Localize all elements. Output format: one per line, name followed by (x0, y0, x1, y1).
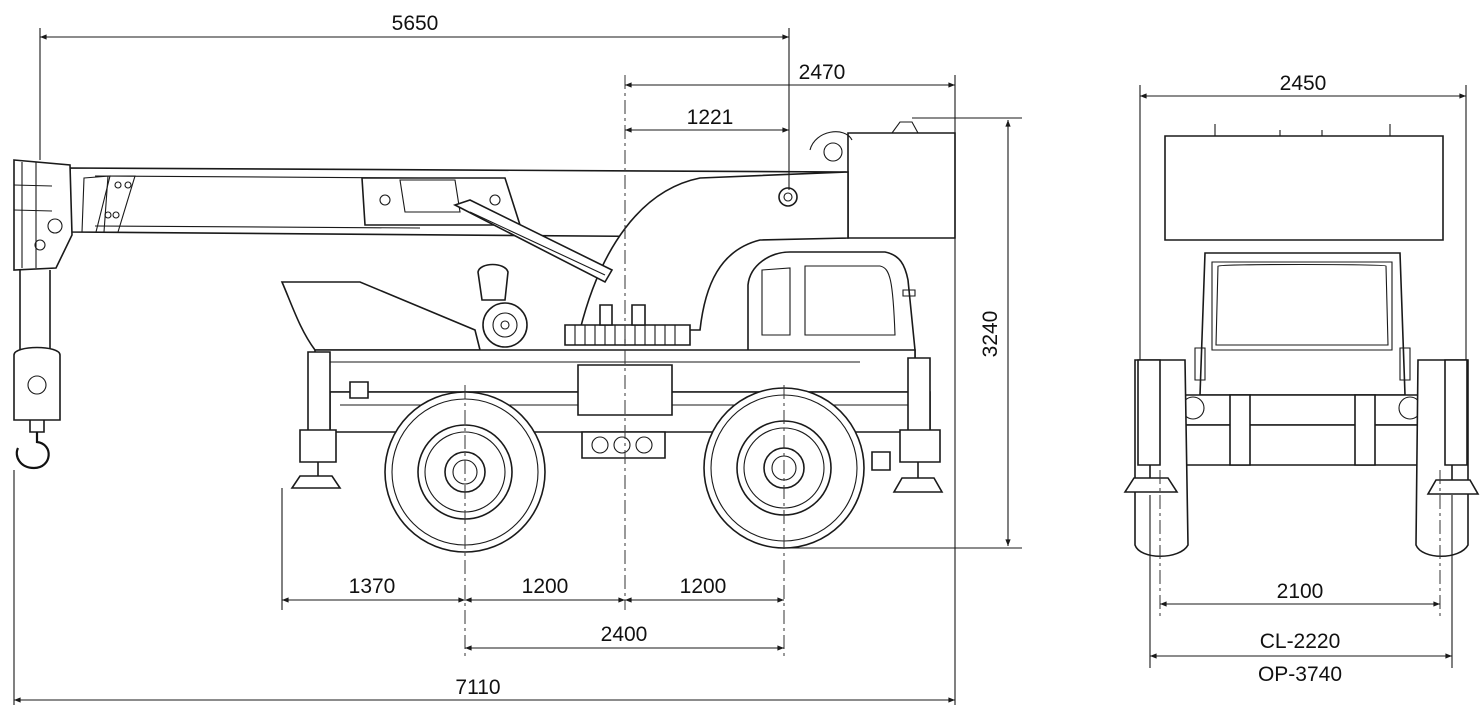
winch (477, 263, 528, 348)
dim-wheelbase: 2400 (601, 623, 648, 646)
dim-front-overhang: 1370 (349, 575, 396, 598)
engine-hood (280, 281, 482, 351)
outrigger-rear (290, 351, 342, 489)
dim-rear-to-slew: 2470 (799, 61, 846, 84)
boom-head (13, 159, 73, 355)
turret (452, 171, 849, 346)
side-view: 5650 2470 1221 3240 1370 1200 1200 2400 … (13, 12, 1022, 705)
dim-track: 2100 (1277, 580, 1324, 603)
hook-block (13, 346, 61, 470)
dim-height: 3240 (979, 311, 1002, 358)
dim-overall-width: 2450 (1280, 72, 1327, 95)
dim-axle-to-slew-rear: 1200 (680, 575, 727, 598)
dim-boom-reach: 5650 (392, 12, 439, 35)
dim-axle-to-slew-front: 1200 (522, 575, 569, 598)
dim-overall-length: 7110 (455, 676, 500, 699)
outrigger-front (892, 357, 944, 493)
counterweight (847, 132, 956, 239)
dim-slew-offset: 1221 (687, 106, 734, 129)
dim-outrigger-open: OP-3740 (1258, 663, 1342, 686)
dim-outrigger-closed: CL-2220 (1260, 630, 1341, 653)
rear-view: 2450 2100 CL-2220 OP-3740 (1123, 72, 1480, 686)
